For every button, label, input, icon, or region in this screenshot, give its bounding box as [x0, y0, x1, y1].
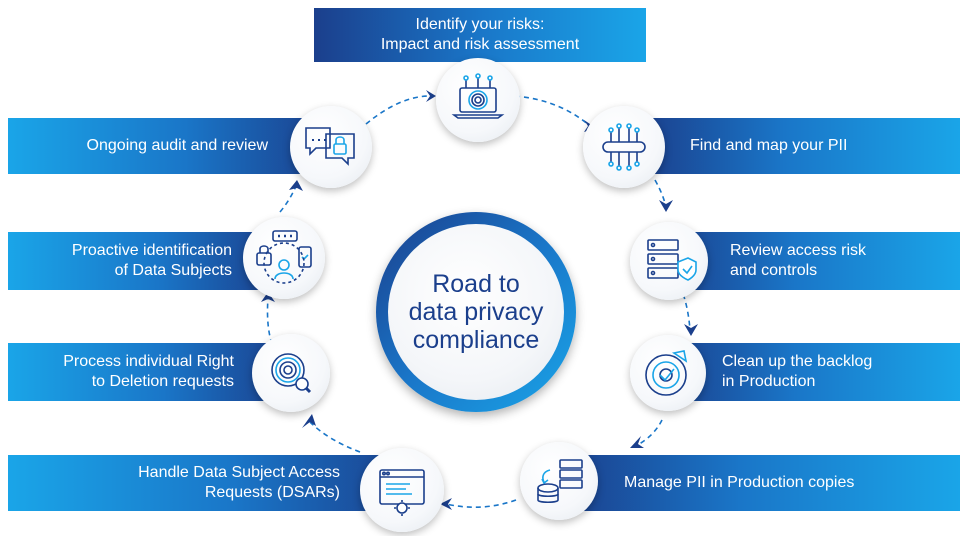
step-banner-manage-pii: Manage PII in Production copies: [560, 455, 960, 511]
step-banner-handle-dsars: Handle Data Subject Access Requests (DSA…: [8, 455, 418, 511]
arrow-chevron: [684, 324, 698, 336]
step-banner-identify-risks: Identify your risks: Impact and risk ass…: [314, 8, 646, 62]
step-label: Manage PII in Production copies: [624, 474, 855, 491]
arrow-chevron: [261, 292, 275, 302]
arrow-chevron: [302, 414, 316, 428]
step-banner-clean-backlog: Clean up the backlog in Production: [660, 343, 960, 401]
center-ring: Road to data privacy compliance: [376, 212, 576, 412]
step-banner-find-map-pii: Find and map your PII: [640, 118, 960, 174]
step-label: Clean up the backlog in Production: [722, 353, 873, 390]
circuit-network-icon: [583, 106, 665, 188]
step-banner-review-access: Review access risk and controls: [660, 232, 960, 290]
browser-gear-icon: [360, 448, 444, 532]
fingerprint-magnifier-icon: [252, 334, 330, 412]
step-banner-ongoing-audit: Ongoing audit and review: [8, 118, 330, 174]
step-banner-right-to-deletion: Process individual Right to Deletion req…: [8, 343, 290, 401]
step-label: Identify your risks: Impact and risk ass…: [380, 16, 580, 53]
center-circle: Road to data privacy compliance: [388, 224, 564, 400]
arrow-chevron: [630, 436, 644, 448]
step-banner-proactive-identification: Proactive identification of Data Subject…: [8, 232, 280, 290]
step-label: Ongoing audit and review: [86, 137, 268, 154]
step-label: Process individual Right to Deletion req…: [63, 353, 234, 390]
step-label: Proactive identification of Data Subject…: [71, 242, 232, 279]
arrow-chevron: [426, 90, 436, 102]
arrow-chevron: [289, 180, 303, 191]
database-copy-icon: [520, 442, 598, 520]
arrow-chevron: [659, 200, 673, 212]
arrow-chevron: [440, 498, 452, 510]
diagram-title: Road to data privacy compliance: [408, 270, 544, 354]
step-label: Review access risk and controls: [730, 242, 867, 279]
user-password-icon: [243, 217, 325, 299]
step-label: Handle Data Subject Access Requests (DSA…: [138, 464, 340, 501]
step-label: Find and map your PII: [690, 137, 848, 154]
target-check-icon: [630, 335, 706, 411]
chat-lock-icon: [290, 106, 372, 188]
fingerprint-laptop-icon: [436, 58, 520, 142]
server-shield-icon: [630, 222, 708, 300]
